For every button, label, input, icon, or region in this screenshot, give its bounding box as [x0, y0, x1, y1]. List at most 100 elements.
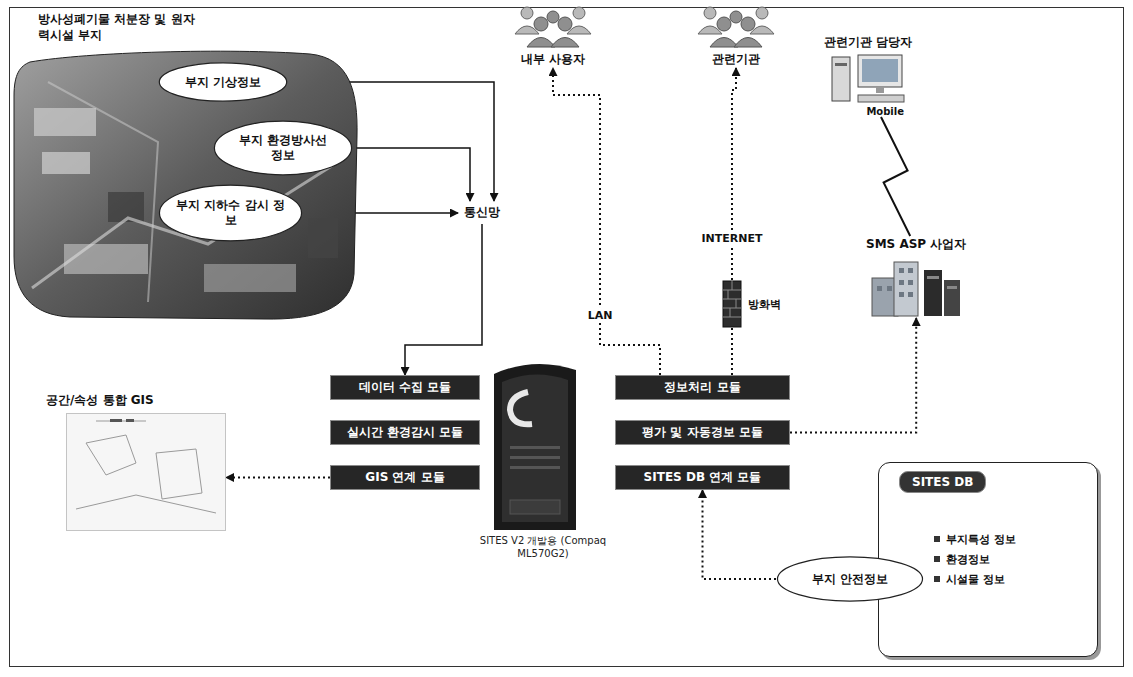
info-oval: 부지 안전정보 — [776, 556, 924, 602]
graphic-part — [927, 276, 939, 279]
dotted-connector — [790, 318, 916, 433]
agency-group: 관련기관 — [688, 4, 784, 68]
edge-label: INTERNET — [698, 231, 765, 246]
module-box: 평가 및 자동경보 모듈 — [615, 420, 790, 445]
computer-icon — [822, 51, 912, 105]
module-label: 정보처리 모듈 — [626, 380, 779, 395]
graphic-part — [551, 38, 579, 48]
terminal-label: 관련기관 담당자 — [824, 34, 912, 51]
device-label: Mobile — [866, 106, 904, 117]
graphic-part — [34, 108, 96, 136]
graphic-part — [108, 192, 144, 222]
graphic-part — [858, 55, 902, 87]
graphic-part — [214, 121, 351, 175]
mobile-terminal: 관련기관 담당자 Mobile — [822, 34, 912, 117]
server-slot — [510, 446, 560, 449]
dotted-connector — [732, 68, 736, 280]
bullet-square — [934, 556, 940, 562]
user-group: 내부 사용자 — [505, 4, 601, 68]
info-oval: 부지 기상정보 — [158, 62, 288, 102]
bullet-square — [934, 576, 940, 582]
graphic-part — [126, 419, 134, 422]
provider-label: SMS ASP 사업자 — [866, 236, 966, 253]
graphic-part — [899, 280, 904, 285]
module-label: 실시간 환경감시 모듈 — [341, 425, 469, 440]
people-icon — [688, 4, 784, 48]
server-symbol — [494, 364, 576, 530]
graphic-part — [159, 63, 286, 101]
graphic-part — [730, 308, 731, 317]
graphic-part — [515, 7, 591, 34]
graphic-part — [723, 308, 741, 309]
graphic-part — [924, 270, 942, 316]
server-logo — [510, 392, 532, 424]
edge-label: LAN — [585, 308, 616, 323]
db-item: 부지특성 정보 — [946, 532, 1016, 547]
graphic-part — [887, 286, 892, 291]
graphic-part — [204, 264, 296, 292]
graphic-part — [908, 280, 913, 285]
firewall-icon — [722, 280, 742, 328]
graphic-part — [159, 185, 301, 241]
graphic-part — [42, 152, 90, 174]
group-label: 관련기관 — [712, 51, 760, 68]
graphic-part — [67, 414, 226, 531]
gis-heading: 공간/속성 통합 GIS — [46, 392, 154, 409]
graphic-part — [698, 7, 774, 34]
module-box: 정보처리 모듈 — [615, 375, 790, 400]
server-slot — [510, 466, 560, 469]
graphic-part — [899, 292, 904, 297]
graphic-part — [534, 17, 548, 31]
site-photo-region: 방사성폐기물 처분장 및 원자력시설 부지부지 기상정보부지 환경방사선 정보부… — [8, 12, 360, 324]
graphic-part — [899, 268, 904, 273]
server-body — [494, 364, 576, 530]
wireless-link — [881, 117, 910, 236]
db-item: 환경정보 — [946, 552, 990, 567]
graphic-part — [573, 7, 585, 19]
bullet-square — [934, 536, 940, 542]
graphic-part — [728, 290, 729, 299]
people-icon — [505, 4, 601, 48]
graphic-part — [547, 11, 559, 23]
oval-label: 부지 지하수 감시 정보 — [176, 198, 285, 228]
graphic-part — [76, 421, 216, 513]
graphic-part — [894, 262, 918, 316]
module-box: 실시간 환경감시 모듈 — [330, 420, 480, 445]
dotted-connector — [731, 328, 733, 375]
graphic-part — [110, 419, 122, 422]
graphic-part — [908, 268, 913, 273]
graphic-part — [710, 11, 762, 47]
graphic-part — [527, 11, 579, 47]
module-box: 데이터 수집 모듈 — [330, 375, 480, 400]
db-header-row: SITES DB — [879, 463, 1097, 493]
sms-provider: SMS ASP 사업자 — [866, 236, 966, 318]
module-box: GIS 연계 모듈 — [330, 465, 480, 490]
dotted-connector — [226, 477, 330, 479]
graphic-part — [723, 299, 741, 300]
graphic-part — [156, 449, 202, 499]
graphic-part — [908, 292, 913, 297]
graphic-part — [64, 244, 148, 274]
db-header: SITES DB — [899, 471, 986, 493]
graphic-part — [717, 17, 731, 31]
graphic-part — [734, 38, 762, 48]
connector — [353, 148, 470, 201]
module-label: 평가 및 자동경보 모듈 — [626, 425, 779, 440]
outer-frame — [10, 8, 1124, 667]
graphic-part — [710, 38, 738, 48]
module-label: GIS 연계 모듈 — [341, 470, 469, 485]
firewall-node: 방화벽 — [722, 280, 781, 328]
db-item-row: 환경정보 — [934, 549, 1097, 569]
server-panel — [502, 374, 568, 522]
graphic-part — [877, 286, 882, 291]
oval-label: 부지 환경방사선 정보 — [231, 133, 335, 163]
network-label: 통신망 — [464, 204, 500, 221]
dotted-connector — [553, 68, 660, 375]
firewall-label: 방화벽 — [748, 297, 781, 312]
server-drive — [510, 500, 560, 514]
module-label: SITES DB 연계 모듈 — [626, 470, 779, 485]
oval-label: 부지 기상정보 — [185, 75, 261, 90]
graphic-part — [521, 7, 533, 19]
dotted-connector — [703, 490, 777, 579]
